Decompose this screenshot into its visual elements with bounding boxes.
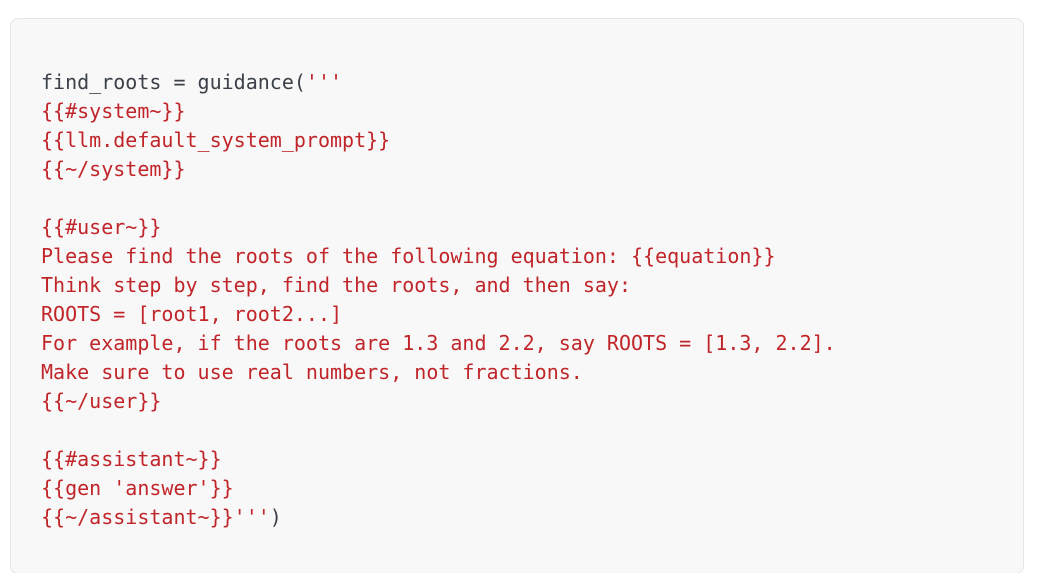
code-line [41, 184, 993, 213]
code-line: find_roots = guidance(''' [41, 68, 993, 97]
code-line: {{#user~}} [41, 213, 993, 242]
code-plain-segment: find_roots = guidance( [41, 70, 306, 94]
code-line: Please find the roots of the following e… [41, 242, 993, 271]
code-line: {{~/assistant~}}''') [41, 503, 993, 532]
code-string-segment: ROOTS = [root1, root2...] [41, 302, 343, 326]
code-line [41, 416, 993, 445]
code-line: {{#system~}} [41, 97, 993, 126]
code-string-segment: {{#user~}} [41, 215, 162, 239]
code-block: find_roots = guidance('''{{#system~}}{{l… [10, 18, 1024, 573]
code-line: {{llm.default_system_prompt}} [41, 126, 993, 155]
code-string-segment: {{~/system}} [41, 157, 186, 181]
code-string-segment: {{#assistant~}} [41, 447, 222, 471]
code-string-segment: {{#system~}} [41, 99, 186, 123]
code-string-segment: {{~/assistant~}}''' [41, 505, 270, 529]
code-line: {{~/system}} [41, 155, 993, 184]
code-line: ROOTS = [root1, root2...] [41, 300, 993, 329]
code-string-segment: {{gen 'answer'}} [41, 476, 234, 500]
code-line: Make sure to use real numbers, not fract… [41, 358, 993, 387]
code-string-segment: Make sure to use real numbers, not fract… [41, 360, 583, 384]
code-line: {{~/user}} [41, 387, 993, 416]
code-string-segment: ''' [305, 70, 343, 94]
code-line: Think step by step, find the roots, and … [41, 271, 993, 300]
code-plain-segment: ) [269, 505, 282, 529]
code-line: For example, if the roots are 1.3 and 2.… [41, 329, 993, 358]
code-line: {{#assistant~}} [41, 445, 993, 474]
code-string-segment: Think step by step, find the roots, and … [41, 273, 632, 297]
code-string-segment: For example, if the roots are 1.3 and 2.… [41, 331, 836, 355]
code-string-segment: {{~/user}} [41, 389, 162, 413]
code-string-segment: Please find the roots of the following e… [41, 244, 776, 268]
code-string-segment: {{llm.default_system_prompt}} [41, 128, 391, 152]
code-line: {{gen 'answer'}} [41, 474, 993, 503]
